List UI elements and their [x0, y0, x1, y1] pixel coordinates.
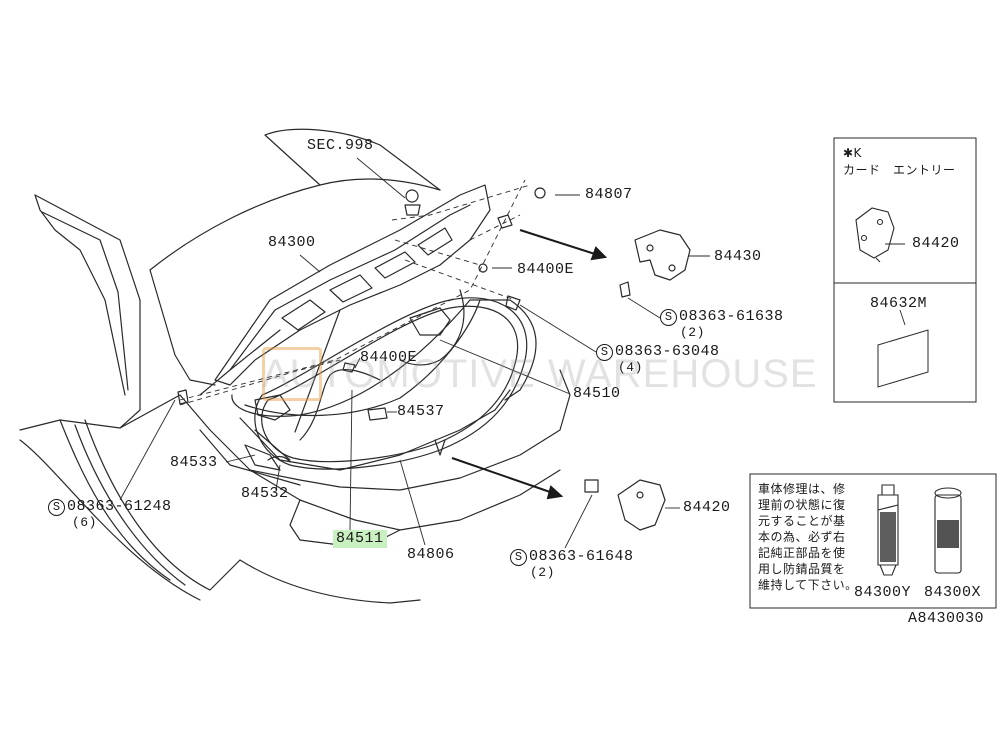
- label-84807: 84807: [585, 186, 633, 203]
- repair-note: 車体修理は、修 理前の状態に復 元することが基 本の為、必ず右 記純正部品を使 …: [758, 482, 858, 592]
- label-84420: 84420: [683, 499, 731, 516]
- inset-card-header-text: カード エントリー: [843, 163, 956, 177]
- watermark-logo: [262, 347, 322, 401]
- label-84300: 84300: [268, 234, 316, 251]
- label-08363-61638-qty: (2): [680, 325, 705, 340]
- inset-card-header-mark: ✱K: [843, 146, 862, 160]
- label-84400e-mid: 84400E: [360, 349, 418, 366]
- label-84537: 84537: [397, 403, 445, 420]
- label-84533: 84533: [170, 454, 218, 471]
- label-08363-63048-qty: (4): [618, 360, 643, 375]
- label-84532: 84532: [241, 485, 289, 502]
- diagram-code: A8430030: [908, 610, 985, 627]
- bolt-symbol-icon: S: [510, 549, 527, 566]
- inset-label-84420: 84420: [912, 235, 960, 252]
- label-84806: 84806: [407, 546, 455, 563]
- bolt-symbol-icon: S: [48, 499, 65, 516]
- inset-label-84632m: 84632M: [870, 295, 928, 312]
- label-08363-61648-qty: (2): [530, 565, 555, 580]
- label-84510: 84510: [573, 385, 621, 402]
- label-08363-61248-qty: (6): [72, 515, 97, 530]
- label-84511-highlighted[interactable]: 84511: [333, 530, 387, 548]
- label-sec-998: SEC.998: [307, 137, 374, 154]
- bolt-symbol-icon: S: [660, 309, 677, 326]
- label-84400e-top: 84400E: [517, 261, 575, 278]
- bolt-symbol-icon: S: [596, 344, 613, 361]
- inset-label-84300y: 84300Y: [854, 584, 912, 601]
- inset-label-84300x: 84300X: [924, 584, 982, 601]
- watermark-text: AUTOMOTIVE WAREHOUSE: [262, 352, 818, 396]
- label-84430: 84430: [714, 248, 762, 265]
